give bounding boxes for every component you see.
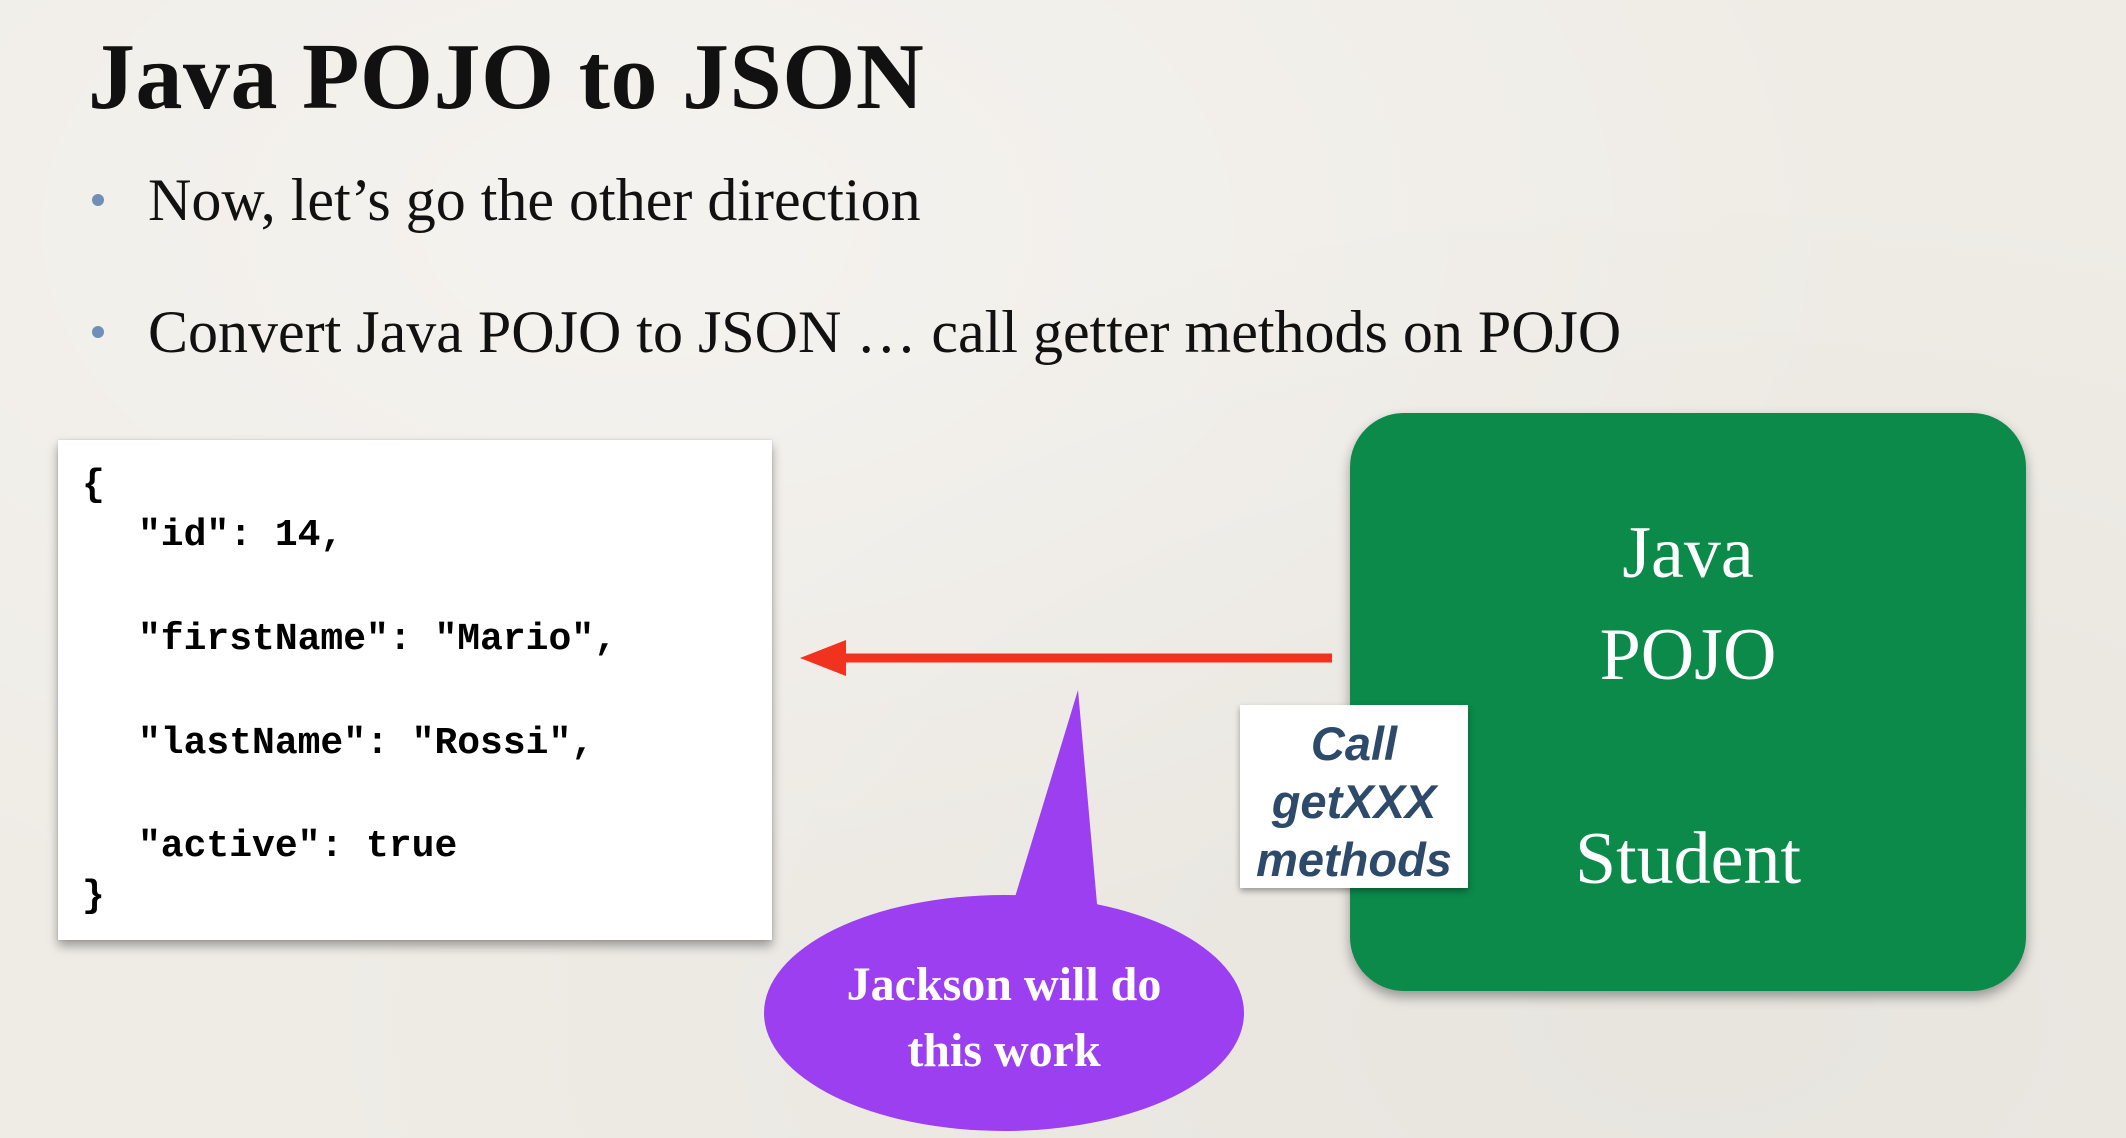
getter-methods-label: Call getXXX methods bbox=[1240, 705, 1468, 888]
getter-label-line: getXXX bbox=[1271, 775, 1437, 828]
json-open-brace: { bbox=[82, 464, 105, 507]
speech-bubble-tail bbox=[1008, 690, 1098, 920]
speech-bubble bbox=[764, 690, 1244, 1131]
bullet-dot-icon bbox=[92, 194, 104, 207]
bullet-text: Now, let’s go the other direction bbox=[148, 167, 921, 233]
json-line: "active": true bbox=[138, 825, 458, 868]
bullet-dot-icon bbox=[92, 326, 104, 339]
java-pojo-box: Java POJO Student bbox=[1350, 413, 2026, 991]
getter-label-line: Call bbox=[1310, 717, 1398, 770]
callout-line: this work bbox=[907, 1024, 1101, 1077]
bullet-text: Convert Java POJO to JSON … call getter … bbox=[148, 299, 1622, 365]
json-line: "lastName": "Rossi", bbox=[138, 722, 595, 765]
arrow-left-icon bbox=[800, 640, 846, 676]
pojo-label-java: Java bbox=[1622, 512, 1754, 594]
callout-line: Jackson will do bbox=[846, 958, 1162, 1011]
json-line: "firstName": "Mario", bbox=[138, 618, 617, 661]
slide-title: Java POJO to JSON bbox=[88, 25, 925, 129]
getter-label-line: methods bbox=[1256, 833, 1452, 886]
pojo-label-student: Student bbox=[1574, 818, 1802, 900]
pojo-label-pojo: POJO bbox=[1599, 614, 1777, 696]
speech-bubble-body bbox=[764, 895, 1244, 1131]
bullet-item: Now, let’s go the other direction bbox=[92, 164, 921, 236]
callout-text: Jackson will do this work bbox=[764, 952, 1244, 1084]
json-code-box: { "id": 14, "firstName": "Mario", "lastN… bbox=[58, 440, 772, 940]
bullet-item: Convert Java POJO to JSON … call getter … bbox=[92, 296, 1621, 368]
json-line: "id": 14, bbox=[138, 514, 344, 557]
json-close-brace: } bbox=[82, 875, 105, 918]
